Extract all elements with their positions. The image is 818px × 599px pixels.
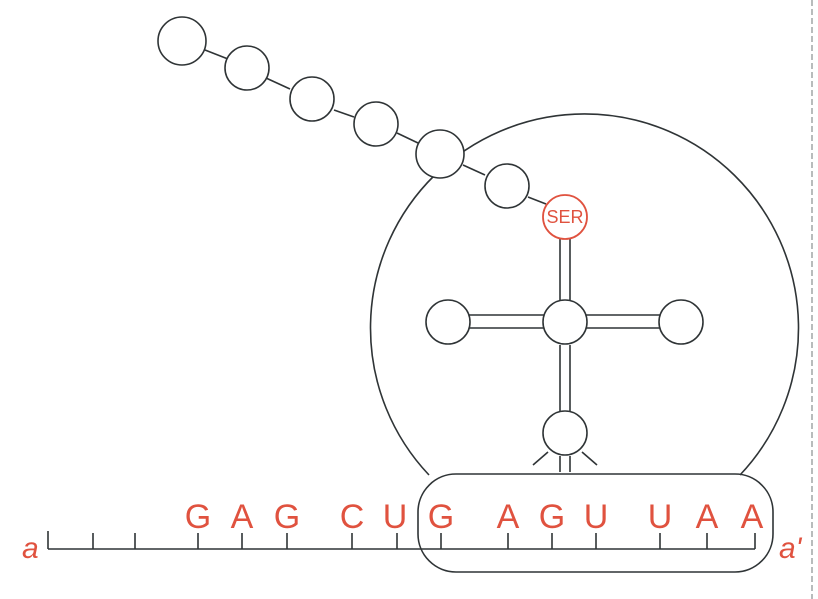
mrna-base: G [274,498,300,536]
amino-acid-residue [415,129,465,179]
mrna-base: A [231,498,254,536]
amino-acid-residue [157,16,207,66]
strand-end-right: a' [779,532,803,565]
amino-acid-residue [484,163,530,209]
polypeptide-chain [157,16,530,209]
amino-acid-residue [353,101,399,147]
mrna-sequence: G A G C U G A G U U A A [185,498,764,536]
mrna-base-ticks [47,531,756,549]
serine-residue [542,194,588,240]
trna-stems [460,238,660,472]
trna-right-loop [658,299,704,345]
amino-acid-residue [289,76,335,122]
ribosome-small-subunit [417,473,774,573]
mrna-base: A [741,498,764,536]
mrna-base: G [539,498,565,536]
trna-center-hub [542,299,588,345]
peptide-bonds [204,49,547,205]
mrna-base: U [584,498,609,536]
trna-left-loop [425,299,471,345]
mrna-base: G [428,498,454,536]
mrna-base: A [696,498,719,536]
mrna-base: U [383,498,408,536]
ribosome-large-subunit [369,113,800,476]
strand-end-left: a [22,532,39,565]
trna-anticodon-loop [542,410,588,456]
serine-label: SER [546,207,583,227]
mrna-base: C [340,498,365,536]
mrna-base: G [185,498,211,536]
mrna-base: U [648,498,673,536]
mrna-base: A [497,498,520,536]
amino-acid-residue [224,45,270,91]
